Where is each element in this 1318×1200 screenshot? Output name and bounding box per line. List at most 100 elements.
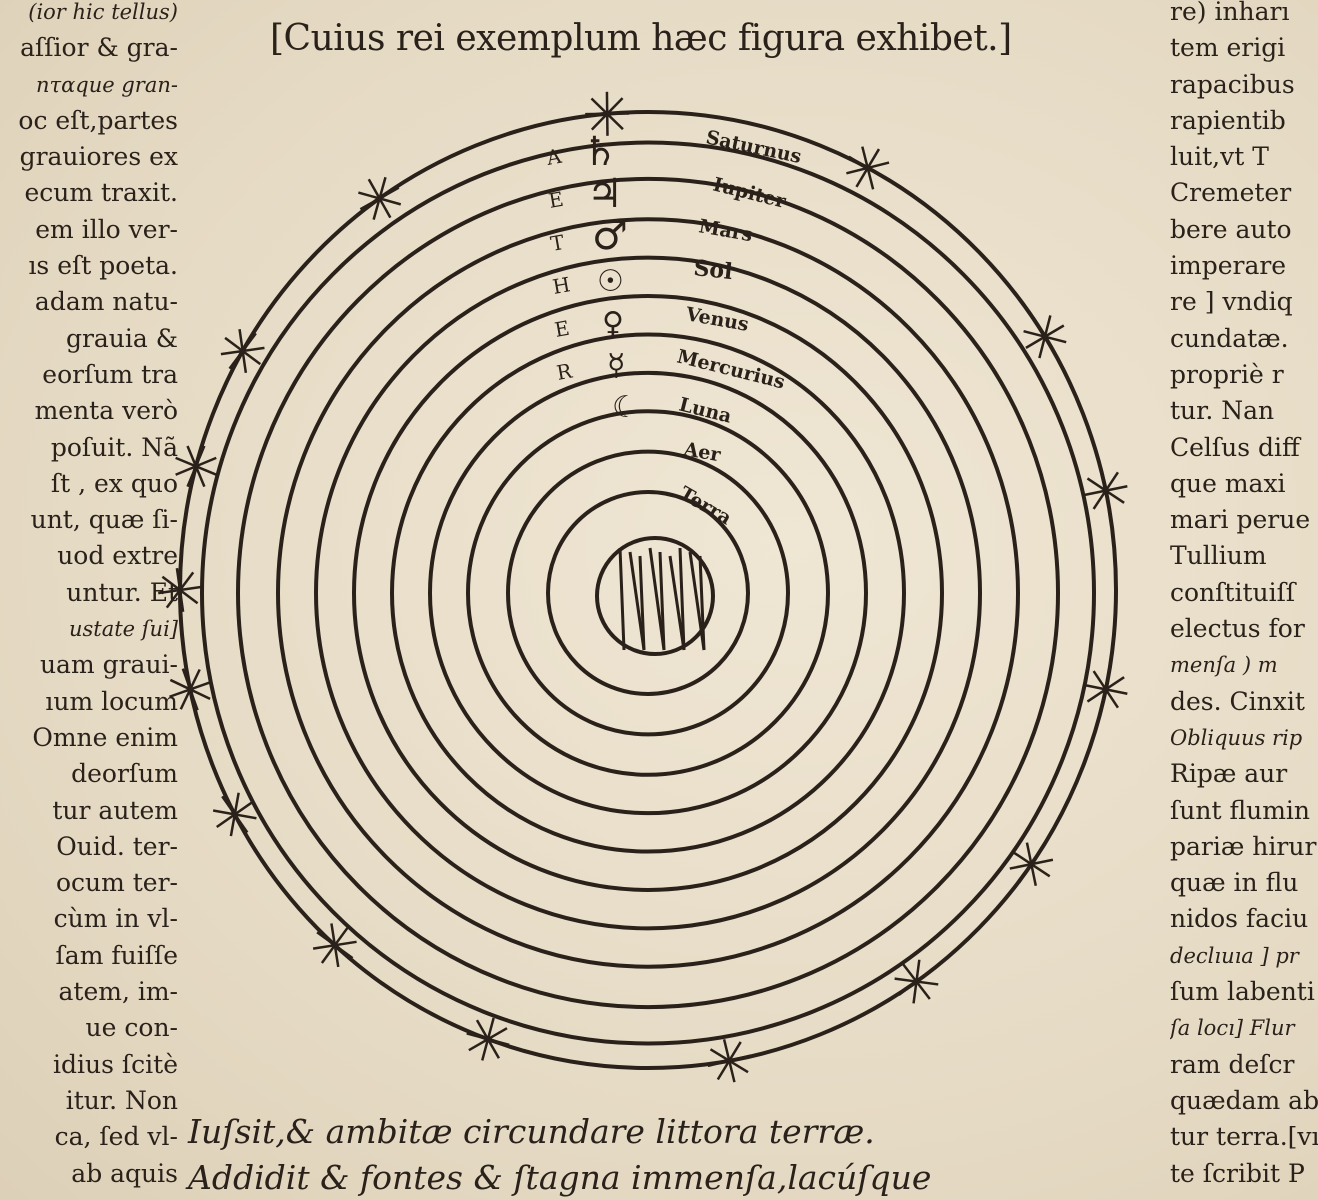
right-column-line: quæ in flu [1170, 868, 1299, 898]
earth-hatching [648, 547, 666, 651]
sphere-label-venus: Venus [683, 303, 750, 336]
earth-hatching [618, 547, 626, 651]
star-icon [1086, 676, 1125, 703]
aether-letter: R [555, 359, 575, 385]
right-column-line: te ſcribit P [1170, 1158, 1305, 1188]
left-column-line: Ouid. ter- [56, 831, 178, 861]
earth-hatching [688, 551, 706, 651]
figure-heading: [Cuius rei exemplum hæc figura exhibet.] [270, 18, 1012, 59]
left-column-line: ustate ſui] [68, 617, 178, 642]
aether-letter: H [551, 272, 572, 299]
left-column-line: adam natu- [34, 287, 178, 317]
star-icon [590, 97, 624, 131]
right-column-line: menſa ) m [1170, 653, 1278, 678]
right-column-line: ram deſcr [1170, 1049, 1295, 1079]
right-column-line: tem erigi [1170, 33, 1286, 63]
left-column-line: grauiores ex [19, 142, 178, 172]
sphere-ring [236, 176, 1060, 1010]
left-column-line: oc eſt,partes [18, 105, 178, 135]
sphere-ring [546, 490, 750, 696]
left-column-line: ue con- [85, 1013, 178, 1043]
left-column-line: atem, im- [58, 977, 179, 1007]
aether-letter: A [544, 144, 564, 170]
right-column-line: Tullium [1170, 541, 1267, 571]
right-column-line: ſa locı] Flur [1170, 1016, 1295, 1041]
right-column-line: Celſus diff [1170, 432, 1300, 462]
right-column-line: pariæ hirur [1170, 831, 1317, 861]
left-column-line: (ior hic tellus) [28, 0, 178, 24]
left-column-line: poſuit. Nã [50, 432, 178, 462]
left-column-line: ſam fuiſſe [55, 940, 178, 970]
left-column-line: deorſum [71, 759, 178, 789]
star-icon [861, 146, 875, 190]
earth-circle [595, 536, 715, 656]
planet-symbol: ♀ [602, 306, 624, 341]
right-column-line: propriè r [1170, 359, 1284, 389]
right-column-line: electus for [1170, 614, 1305, 644]
star-icon [709, 1048, 749, 1074]
planet-symbol: ☾ [612, 390, 639, 425]
aether-letter: E [553, 316, 572, 342]
left-column-line: ab aquis [71, 1158, 178, 1188]
aether-letter: T [549, 230, 567, 256]
star-icon [1092, 471, 1119, 510]
right-column-line: bere auto [1170, 214, 1292, 244]
right-column-line: Cremeter [1170, 178, 1292, 208]
left-column-line: unt, quæ ſi- [30, 505, 178, 535]
right-column-line: declıuıa ] pr [1170, 943, 1299, 968]
left-column-line: nταque gran- [35, 72, 178, 97]
sphere-ring [200, 140, 1096, 1046]
left-column-line: tur autem [52, 795, 178, 825]
star-icon [229, 792, 240, 837]
star-icon [330, 923, 340, 968]
left-column-line: grauia & [65, 323, 178, 353]
sphere-label-aer: Aer [681, 438, 723, 466]
sphere-ring [390, 332, 906, 854]
right-column-line: re ] vndiq [1170, 287, 1293, 317]
aether-letter: E [547, 187, 566, 213]
star-icon [475, 1019, 501, 1059]
sphere-ring [428, 370, 868, 816]
planet-symbol: ☿ [607, 348, 625, 383]
right-column-line: luit,vt T [1170, 142, 1269, 172]
star-icon [175, 456, 217, 476]
sphere-ring [314, 255, 982, 931]
earth-hatching [628, 551, 646, 651]
sphere-label-mars: Mars [697, 215, 754, 246]
planet-symbol: ♂ [592, 213, 628, 259]
verse-line-2: Addidit & fontes & ſtagna immenſa,lacúſq… [188, 1158, 932, 1197]
left-column-line: aſſior & gra- [20, 33, 178, 63]
star-icon [165, 571, 195, 609]
right-column-line: tur. Nan [1170, 396, 1275, 426]
left-column-line: menta verò [34, 396, 178, 426]
sphere-ring [352, 294, 944, 892]
left-column-line: ſt , ex quo [50, 468, 178, 498]
earth-hatching [638, 555, 646, 651]
verse-line-1: Iuſsit,& ambitæ circundare littora terræ… [188, 1112, 875, 1151]
left-column-line: ıum locum [45, 686, 178, 716]
star-icon [179, 668, 201, 710]
right-column-line: re) inharı [1170, 0, 1290, 26]
right-column-line: Obliquus rip [1170, 725, 1303, 750]
left-column-line: itur. Non [65, 1085, 178, 1115]
left-column-line: cùm in vl- [53, 904, 178, 934]
sphere-ring [506, 449, 790, 737]
left-column-line: uod extre [57, 541, 178, 571]
left-text-column: (ior hic tellus) aſſior & gra-nταque gran… [0, 0, 178, 1192]
sphere-label-mercurius: Mercurius [675, 346, 787, 394]
right-column-line: ſunt flumin [1170, 795, 1311, 825]
right-column-line: conſtituiſſ [1170, 577, 1296, 607]
earth-hatching [658, 551, 666, 651]
right-column-line: quædam ab [1170, 1085, 1318, 1115]
right-column-line: tur terra.[vı [1170, 1122, 1318, 1152]
left-column-line: ocum ter- [55, 868, 178, 898]
sphere-ring [466, 409, 830, 777]
planet-symbol: ☉ [597, 264, 624, 299]
right-column-line: ſum labenti [1170, 977, 1315, 1007]
left-column-line: idius ſcitè [53, 1049, 178, 1079]
earth-hatching [698, 555, 706, 651]
firmament-ring [178, 110, 1118, 1070]
